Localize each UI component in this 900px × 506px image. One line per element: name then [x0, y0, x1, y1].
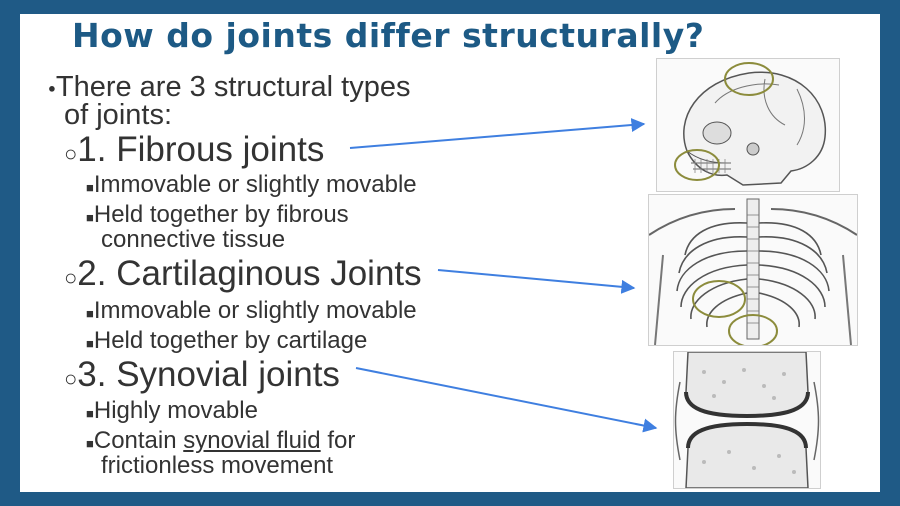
synovial-point-2-post: for: [320, 427, 356, 454]
sub-marker: ○: [64, 265, 78, 290]
ribcage-drawing: [649, 198, 857, 345]
synovial-point-2-cont: frictionless movement: [101, 452, 334, 479]
square-marker: ■: [86, 336, 94, 351]
bullet-intro-text: There are 3 structural types: [55, 71, 411, 103]
fibrous-point-2-cont: connective tissue: [101, 226, 286, 253]
ribcage-illustration: [648, 194, 858, 346]
cartilaginous-point-1-text: Immovable or slightly movable: [93, 297, 417, 324]
heading-synovial: ○3. Synovial joints: [64, 357, 340, 397]
heading-synovial-text: 3. Synovial joints: [77, 355, 340, 394]
heading-fibrous-text: 1. Fibrous joints: [77, 130, 325, 169]
bullet-marker: ●: [48, 80, 56, 96]
synovial-joint-illustration: [673, 351, 821, 489]
square-marker: ■: [86, 180, 94, 195]
fibrous-point-2-text: Held together by fibrous: [93, 201, 349, 228]
fibrous-point-2: ■Held together by fibrous: [86, 202, 349, 231]
bullet-intro-cont: of joints:: [64, 99, 172, 131]
synovial-point-1: ■Highly movable: [86, 398, 258, 427]
synovial-point-2-pre: Contain: [93, 427, 184, 454]
sub-marker: ○: [64, 366, 78, 391]
skull-drawing: [674, 62, 827, 186]
fibrous-point-1: ■Immovable or slightly movable: [86, 172, 417, 201]
synovial-point-2: ■Contain synovial fluid for: [86, 428, 355, 457]
cartilaginous-point-1: ■Immovable or slightly movable: [86, 298, 417, 327]
fibrous-point-1-text: Immovable or slightly movable: [93, 171, 417, 198]
cartilaginous-point-2: ■Held together by cartilage: [86, 328, 367, 357]
slide-content: ●There are 3 structural types of joints:…: [20, 14, 880, 492]
heading-cartilaginous-text: 2. Cartilaginous Joints: [77, 254, 422, 293]
synovial-fluid-term: synovial fluid: [183, 427, 321, 454]
slide-title: How do joints differ structurally?: [72, 16, 705, 55]
synovial-point-1-text: Highly movable: [93, 397, 258, 424]
slide: How do joints differ structurally? ●Ther…: [20, 14, 880, 492]
square-marker: ■: [86, 436, 94, 451]
synovial-joint-drawing: [674, 352, 820, 488]
heading-cartilaginous: ○2. Cartilaginous Joints: [64, 256, 422, 296]
heading-fibrous: ○1. Fibrous joints: [64, 132, 324, 172]
square-marker: ■: [86, 306, 94, 321]
skull-illustration: [656, 58, 840, 192]
sub-marker: ○: [64, 141, 78, 166]
cartilaginous-point-2-text: Held together by cartilage: [93, 327, 368, 354]
square-marker: ■: [86, 210, 94, 225]
bullet-intro: ●There are 3 structural types: [48, 73, 410, 102]
square-marker: ■: [86, 406, 94, 421]
